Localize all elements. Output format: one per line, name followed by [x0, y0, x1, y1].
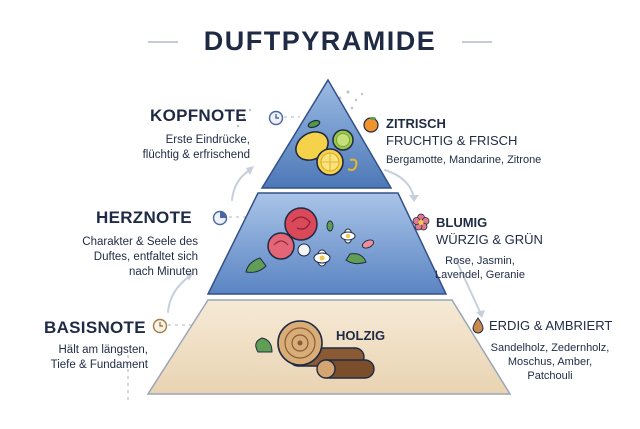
clock-icon	[152, 318, 168, 334]
decorative-dots	[236, 90, 364, 128]
clock-icon	[212, 210, 228, 226]
base-tier-label: HOLZIG	[336, 328, 386, 343]
base-notes-list: Sandelholz, Zedernholz, Moschus, Amber, …	[490, 342, 610, 382]
top-notes-list: Bergamotte, Mandarine, Zitrone	[386, 154, 542, 166]
title-decoration-right	[462, 41, 492, 43]
flower-icon	[412, 213, 430, 231]
clock-icon	[268, 110, 284, 126]
wood-logs-illustration	[255, 320, 375, 379]
top-tier	[260, 78, 393, 189]
top-category: ZITRISCH	[386, 116, 446, 131]
middle-notes-list: Rose, Jasmin, Lavendel, Geranie	[435, 255, 525, 281]
base-tier	[146, 299, 512, 395]
orange-icon	[363, 116, 379, 133]
middle-note-description: Charakter & Seele des Duftes, entfaltet …	[82, 236, 198, 278]
base-note-description: Hält am längsten, Tiefe & Fundament	[50, 344, 148, 371]
title-decoration-left	[148, 41, 178, 43]
top-note-label-group: KOPFNOTE	[150, 106, 247, 126]
middle-subcategory: WÜRZIG & GRÜN	[436, 232, 543, 247]
top-subcategory: FRUCHTIG & FRISCH	[386, 133, 518, 148]
top-note-title: KOPFNOTE	[150, 106, 247, 125]
roses-illustration	[245, 207, 375, 273]
drop-icon	[472, 317, 484, 334]
middle-category: BLUMIG	[436, 215, 488, 230]
middle-note-title: HERZNOTE	[96, 208, 192, 227]
flow-arrow-top-right	[384, 169, 415, 199]
flow-arrow-left-lower	[167, 275, 191, 313]
base-note-title: BASISNOTE	[44, 318, 146, 337]
top-note-description: Erste Eindrücke, flüchtig & erfrischend	[142, 134, 250, 161]
page-title: DUFTPYRAMIDE	[203, 26, 437, 56]
lemon-illustration	[295, 119, 358, 176]
middle-tier	[206, 192, 448, 295]
flow-arrow-right-lower	[455, 259, 481, 313]
flow-arrow-middle-left	[231, 169, 251, 201]
base-category: ERDIG & AMBRIERT	[489, 318, 613, 333]
